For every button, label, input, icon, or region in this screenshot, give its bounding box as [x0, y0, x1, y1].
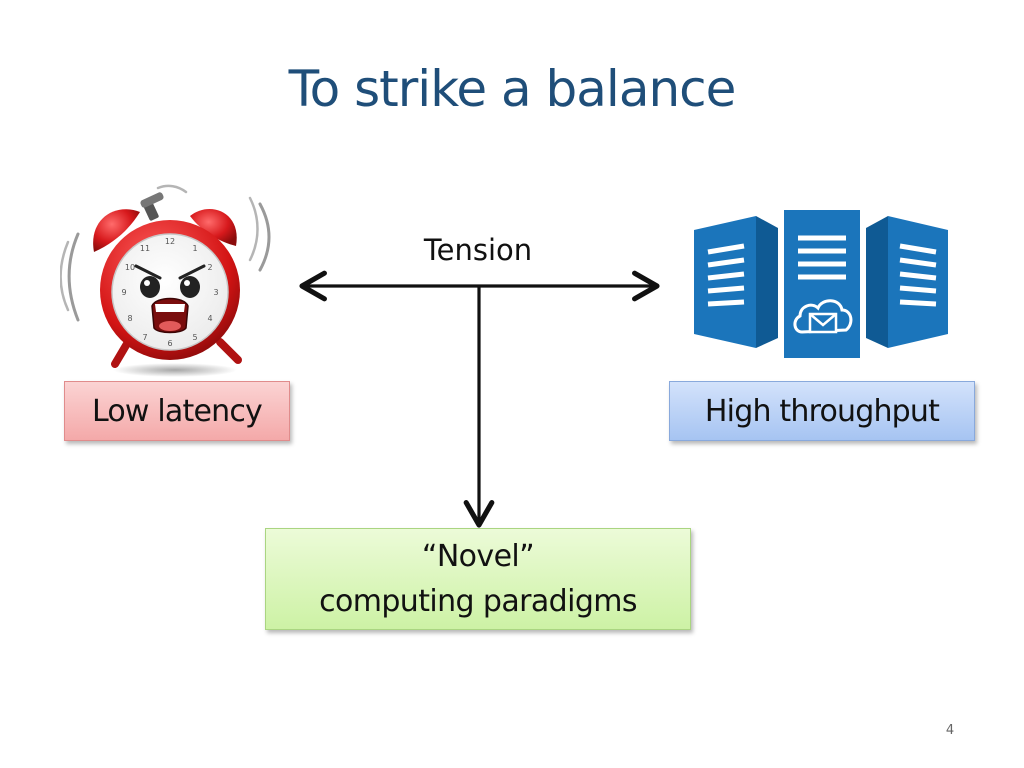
high-throughput-box: High throughput: [669, 381, 975, 441]
svg-text:4: 4: [207, 314, 212, 323]
alarm-clock-icon: 12 3 6 9 1 2 4 5 7 8 10 11: [60, 184, 271, 377]
computing-paradigms-label: computing paradigms: [319, 584, 637, 619]
svg-text:9: 9: [121, 288, 126, 297]
svg-text:3: 3: [213, 288, 218, 297]
svg-text:12: 12: [165, 237, 175, 246]
svg-text:1: 1: [192, 244, 197, 253]
novel-label: “Novel”: [421, 539, 535, 574]
page-number: 4: [945, 723, 955, 738]
novel-paradigms-box: “Novel” computing paradigms: [265, 528, 691, 630]
svg-text:8: 8: [127, 314, 132, 323]
low-latency-box: Low latency: [64, 381, 290, 441]
slide-title: To strike a balance: [288, 60, 737, 118]
low-latency-label: Low latency: [91, 393, 263, 429]
svg-text:2: 2: [207, 263, 212, 272]
svg-text:10: 10: [125, 263, 135, 272]
svg-text:11: 11: [140, 244, 150, 253]
svg-text:5: 5: [192, 333, 197, 342]
svg-text:6: 6: [167, 339, 172, 348]
high-throughput-label: High throughput: [704, 393, 940, 429]
svg-text:7: 7: [142, 333, 147, 342]
server-cloud-icon: [694, 210, 948, 358]
tension-label: Tension: [423, 233, 533, 267]
